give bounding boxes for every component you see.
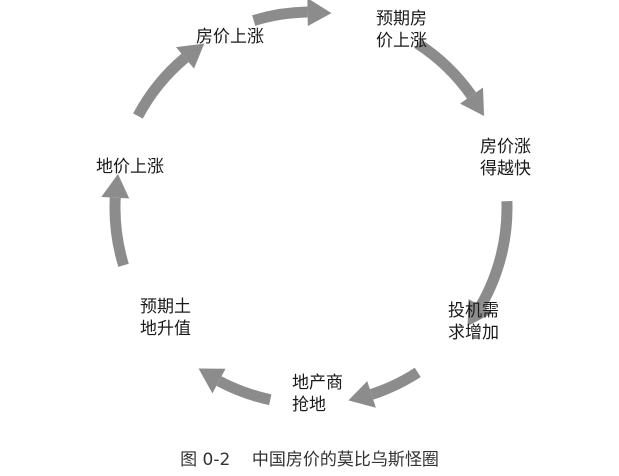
node-line: 房价涨 xyxy=(480,137,531,157)
node-house-price-rise: 房价上涨 xyxy=(196,26,264,48)
figure-title: 中国房价的莫比乌斯怪圈 xyxy=(251,450,439,470)
node-land-price-rise: 地价上涨 xyxy=(96,156,164,178)
node-line: 得越快 xyxy=(480,159,531,179)
arrow-house-price-rise-faster-to-speculative-demand-increase xyxy=(475,200,513,309)
node-line: 预期房 xyxy=(376,9,427,29)
node-line: 地产商 xyxy=(292,373,343,393)
node-line: 价上涨 xyxy=(376,31,427,51)
arrow-expected-house-price-rise-to-house-price-rise-faster xyxy=(414,39,477,99)
node-line: 房价上涨 xyxy=(196,27,264,47)
node-house-price-rise-faster: 房价涨 得越快 xyxy=(480,136,531,180)
arrowhead-expected-house-price-rise xyxy=(307,0,332,27)
arrowhead-expected-land-price-rise xyxy=(198,368,226,394)
arrow-developers-grab-land-to-expected-land-price-rise xyxy=(216,376,272,406)
arrowhead-land-price-rise xyxy=(101,173,130,199)
node-speculative-demand-increase: 投机需 求增加 xyxy=(448,300,499,344)
node-line: 投机需 xyxy=(448,301,499,321)
node-line: 地升值 xyxy=(140,319,191,339)
arrowhead-house-price-rise xyxy=(176,43,205,69)
arrow-land-price-rise-to-house-price-rise xyxy=(133,53,189,119)
figure-caption: 图 0-2 中国房价的莫比乌斯怪圈 xyxy=(0,445,619,470)
arrow-house-price-rise-to-expected-house-price-rise xyxy=(252,6,308,26)
arrowhead-developers-grab-land xyxy=(348,381,376,408)
node-line: 抢地 xyxy=(292,395,326,415)
node-expected-land-price-rise: 预期土 地升值 xyxy=(140,296,191,340)
node-line: 地价上涨 xyxy=(96,157,164,177)
figure-number: 图 0-2 xyxy=(180,450,231,470)
node-line: 预期土 xyxy=(140,297,191,317)
node-line: 求增加 xyxy=(448,323,499,343)
arrow-expected-land-price-rise-to-land-price-rise xyxy=(109,197,129,267)
node-expected-house-price-rise: 预期房 价上涨 xyxy=(376,8,427,52)
arrow-speculative-demand-increase-to-developers-grab-land xyxy=(369,367,421,400)
arrowhead-house-price-rise-faster xyxy=(460,87,485,116)
arrowhead-speculative-demand-increase xyxy=(467,299,493,326)
node-developers-grab-land: 地产商 抢地 xyxy=(292,372,343,416)
